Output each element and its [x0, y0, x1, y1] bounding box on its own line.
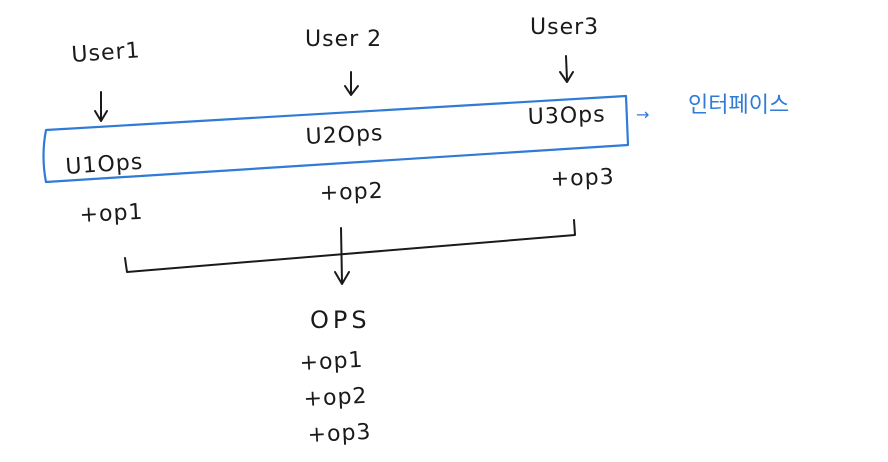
ops-item-3: +op3: [307, 420, 372, 448]
u2ops-label: U2Ops: [305, 121, 384, 150]
user3-arrow: [559, 55, 574, 83]
ops-arrow: [334, 227, 350, 285]
interface-box: [42, 94, 630, 184]
ops-title: OPS: [310, 306, 371, 334]
op3-label: +op3: [550, 165, 615, 192]
op1-label: +op1: [79, 200, 144, 228]
user3-label: User3: [530, 15, 599, 40]
user2-label: User 2: [305, 27, 382, 52]
user1-label: User1: [71, 38, 142, 68]
user2-arrow: [344, 71, 359, 96]
op2-label: +op2: [319, 179, 384, 206]
interface-arrow: →: [636, 105, 649, 124]
grouping-bracket: [124, 219, 576, 273]
interface-label: 인터페이스: [688, 93, 789, 118]
u3ops-label: U3Ops: [527, 102, 606, 130]
u1ops-label: U1Ops: [65, 150, 144, 180]
ops-item-1: +op1: [299, 348, 364, 376]
user1-arrow: [94, 91, 108, 122]
ops-item-2: +op2: [303, 384, 368, 412]
